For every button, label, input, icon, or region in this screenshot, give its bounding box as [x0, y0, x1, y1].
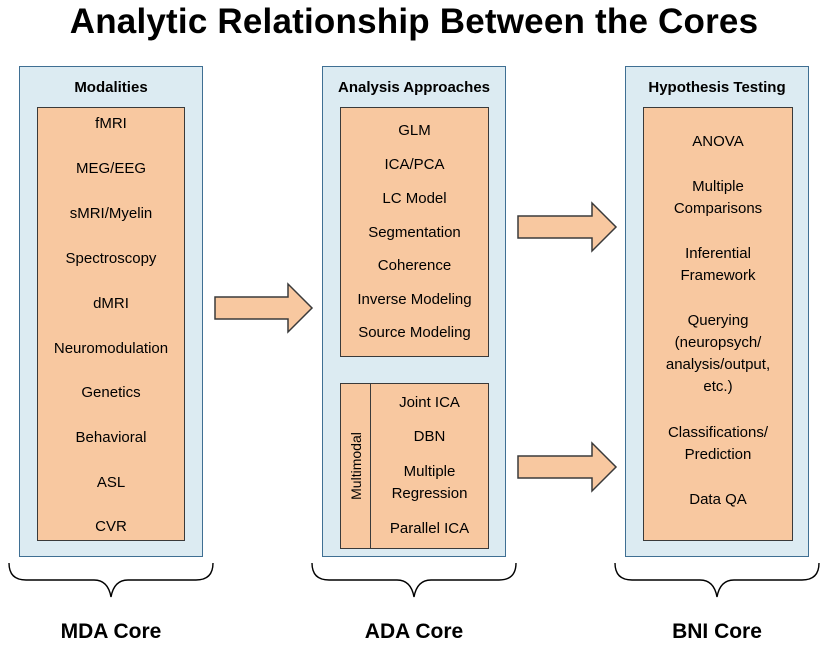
modalities-header: Modalities: [74, 79, 148, 96]
arrow-analysis-to-hypothesis-bottom: [517, 441, 618, 493]
core-label-ada: ADA Core: [364, 620, 464, 643]
hypothesis-panel: Hypothesis Testing ANOVA Multiple Compar…: [625, 66, 809, 557]
modality-item: Spectroscopy: [65, 250, 157, 267]
multimodal-item: DBN: [413, 428, 446, 445]
analysis-box: GLM ICA/PCA LC Model Segmentation Cohere…: [340, 107, 489, 357]
analysis-panel: Analysis Approaches GLM ICA/PCA LC Model…: [322, 66, 506, 557]
hypothesis-item: Multiple Comparisons: [673, 178, 763, 217]
multimodal-box: Multimodal Joint ICA DBN Multiple Regres…: [340, 383, 489, 549]
brace-mda-core: [8, 562, 214, 598]
brace-bni-core: [614, 562, 820, 598]
hypothesis-item: Classifications/ Prediction: [667, 424, 769, 463]
diagram-title: Analytic Relationship Between the Cores: [69, 2, 759, 41]
modalities-box: fMRI MEG/EEG sMRI/Myelin Spectroscopy dM…: [37, 107, 185, 541]
modality-item: CVR: [95, 518, 127, 535]
modalities-panel: Modalities fMRI MEG/EEG sMRI/Myelin Spec…: [19, 66, 203, 557]
multimodal-label-cell: Multimodal: [341, 384, 371, 548]
hypothesis-box: ANOVA Multiple Comparisons Inferential F…: [643, 107, 793, 541]
modality-item: dMRI: [93, 295, 129, 312]
multimodal-item: Multiple Regression: [391, 463, 468, 502]
analysis-item: Inverse Modeling: [357, 291, 472, 308]
modality-item: fMRI: [95, 115, 127, 132]
analysis-item: GLM: [398, 122, 431, 139]
analysis-item: Segmentation: [368, 224, 461, 241]
arrow-modalities-to-analysis: [214, 282, 314, 334]
analysis-item: ICA/PCA: [384, 156, 445, 173]
hypothesis-header: Hypothesis Testing: [648, 79, 786, 96]
modality-item: sMRI/Myelin: [69, 205, 153, 222]
modality-item: Genetics: [81, 384, 141, 401]
hypothesis-item: Data QA: [689, 491, 747, 508]
multimodal-item: Parallel ICA: [389, 520, 470, 537]
analysis-item: LC Model: [382, 190, 447, 207]
core-label-mda: MDA Core: [60, 620, 162, 643]
brace-ada-core: [311, 562, 517, 598]
modality-item: Behavioral: [75, 429, 147, 446]
analysis-item: Coherence: [377, 257, 452, 274]
hypothesis-item: Querying (neuropsych/ analysis/output, e…: [665, 312, 771, 395]
analysis-item: Source Modeling: [358, 324, 471, 341]
modality-item: ASL: [96, 474, 126, 491]
analysis-header: Analysis Approaches: [338, 79, 490, 96]
core-label-bni: BNI Core: [672, 620, 762, 643]
arrow-analysis-to-hypothesis-top: [517, 201, 618, 253]
multimodal-item: Joint ICA: [399, 394, 460, 411]
hypothesis-item: Inferential Framework: [680, 245, 756, 284]
modality-item: MEG/EEG: [75, 160, 146, 177]
modality-item: Neuromodulation: [53, 340, 169, 357]
hypothesis-item: ANOVA: [692, 133, 744, 150]
